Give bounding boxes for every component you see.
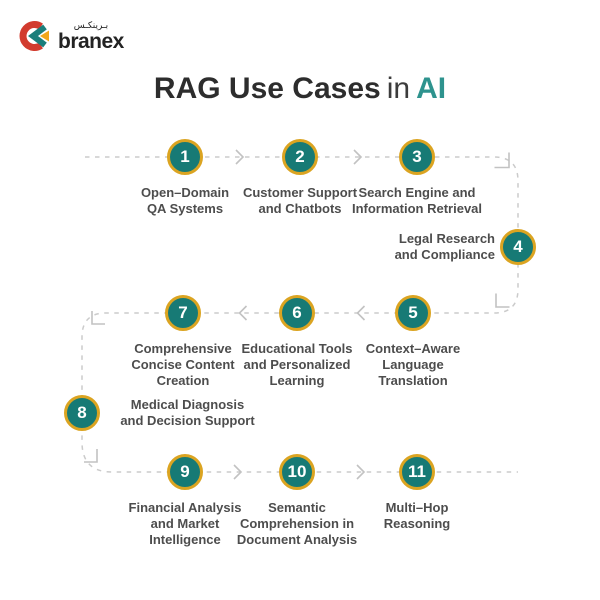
node-7-badge: 7 bbox=[165, 295, 201, 331]
node-8-badge: 8 bbox=[64, 395, 100, 431]
branex-logo: بـرينكـس branex bbox=[14, 20, 124, 52]
node-7-label: Comprehensive Concise Content Creation bbox=[131, 341, 235, 388]
node-1-label: Open–Domain QA Systems bbox=[140, 185, 230, 216]
node-3-badge: 3 bbox=[399, 139, 435, 175]
flow-arrow-corner-bottomright bbox=[495, 293, 510, 308]
flow-arrow-right-2 bbox=[353, 149, 363, 165]
node-2-badge: 2 bbox=[282, 139, 318, 175]
node-2-label: Customer Support and Chatbots bbox=[242, 185, 358, 216]
node-11-badge: 11 bbox=[399, 454, 435, 490]
flow-arrow-right-3 bbox=[233, 464, 243, 480]
branex-logo-wordmark: branex bbox=[58, 30, 124, 53]
flow-arrow-right-4 bbox=[356, 464, 366, 480]
branex-logo-text: بـرينكـس branex bbox=[58, 20, 124, 53]
branex-logo-icon bbox=[19, 21, 49, 51]
node-10-badge: 10 bbox=[279, 454, 315, 490]
node-5-label: Context–Aware Language Translation bbox=[365, 341, 461, 388]
flow-arrow-corner-bottomleft bbox=[84, 449, 98, 463]
flow-arrow-left-2 bbox=[238, 305, 248, 321]
flow-arrows bbox=[84, 149, 510, 480]
flow-arrow-left-1 bbox=[356, 305, 366, 321]
node-4-label: Legal Research and Compliance bbox=[394, 231, 495, 262]
node-10-label: Semantic Comprehension in Document Analy… bbox=[236, 500, 358, 547]
node-6-badge: 6 bbox=[279, 295, 315, 331]
flow-arrow-corner-topleft bbox=[91, 311, 105, 325]
node-4-badge: 4 bbox=[500, 229, 536, 265]
title-main: RAG Use Cases bbox=[153, 72, 381, 105]
node-3-label: Search Engine and Information Retrieval bbox=[351, 185, 483, 216]
node-11-label: Multi–Hop Reasoning bbox=[383, 500, 451, 531]
branex-logo-arabic-text: بـرينكـس bbox=[73, 20, 109, 30]
flow-arrow-right-1 bbox=[235, 149, 245, 165]
flow-dashed-path bbox=[81, 156, 519, 473]
node-6-label: Educational Tools and Personalized Learn… bbox=[241, 341, 353, 388]
node-9-label: Financial Analysis and Market Intelligen… bbox=[128, 500, 242, 547]
node-8-label: Medical Diagnosis and Decision Support bbox=[120, 397, 255, 428]
title-connector: in bbox=[386, 72, 411, 105]
node-9-badge: 9 bbox=[167, 454, 203, 490]
node-1-badge: 1 bbox=[167, 139, 203, 175]
flow-arrow-corner-topright bbox=[494, 152, 510, 169]
node-5-badge: 5 bbox=[395, 295, 431, 331]
title-accent: AI bbox=[416, 72, 447, 105]
